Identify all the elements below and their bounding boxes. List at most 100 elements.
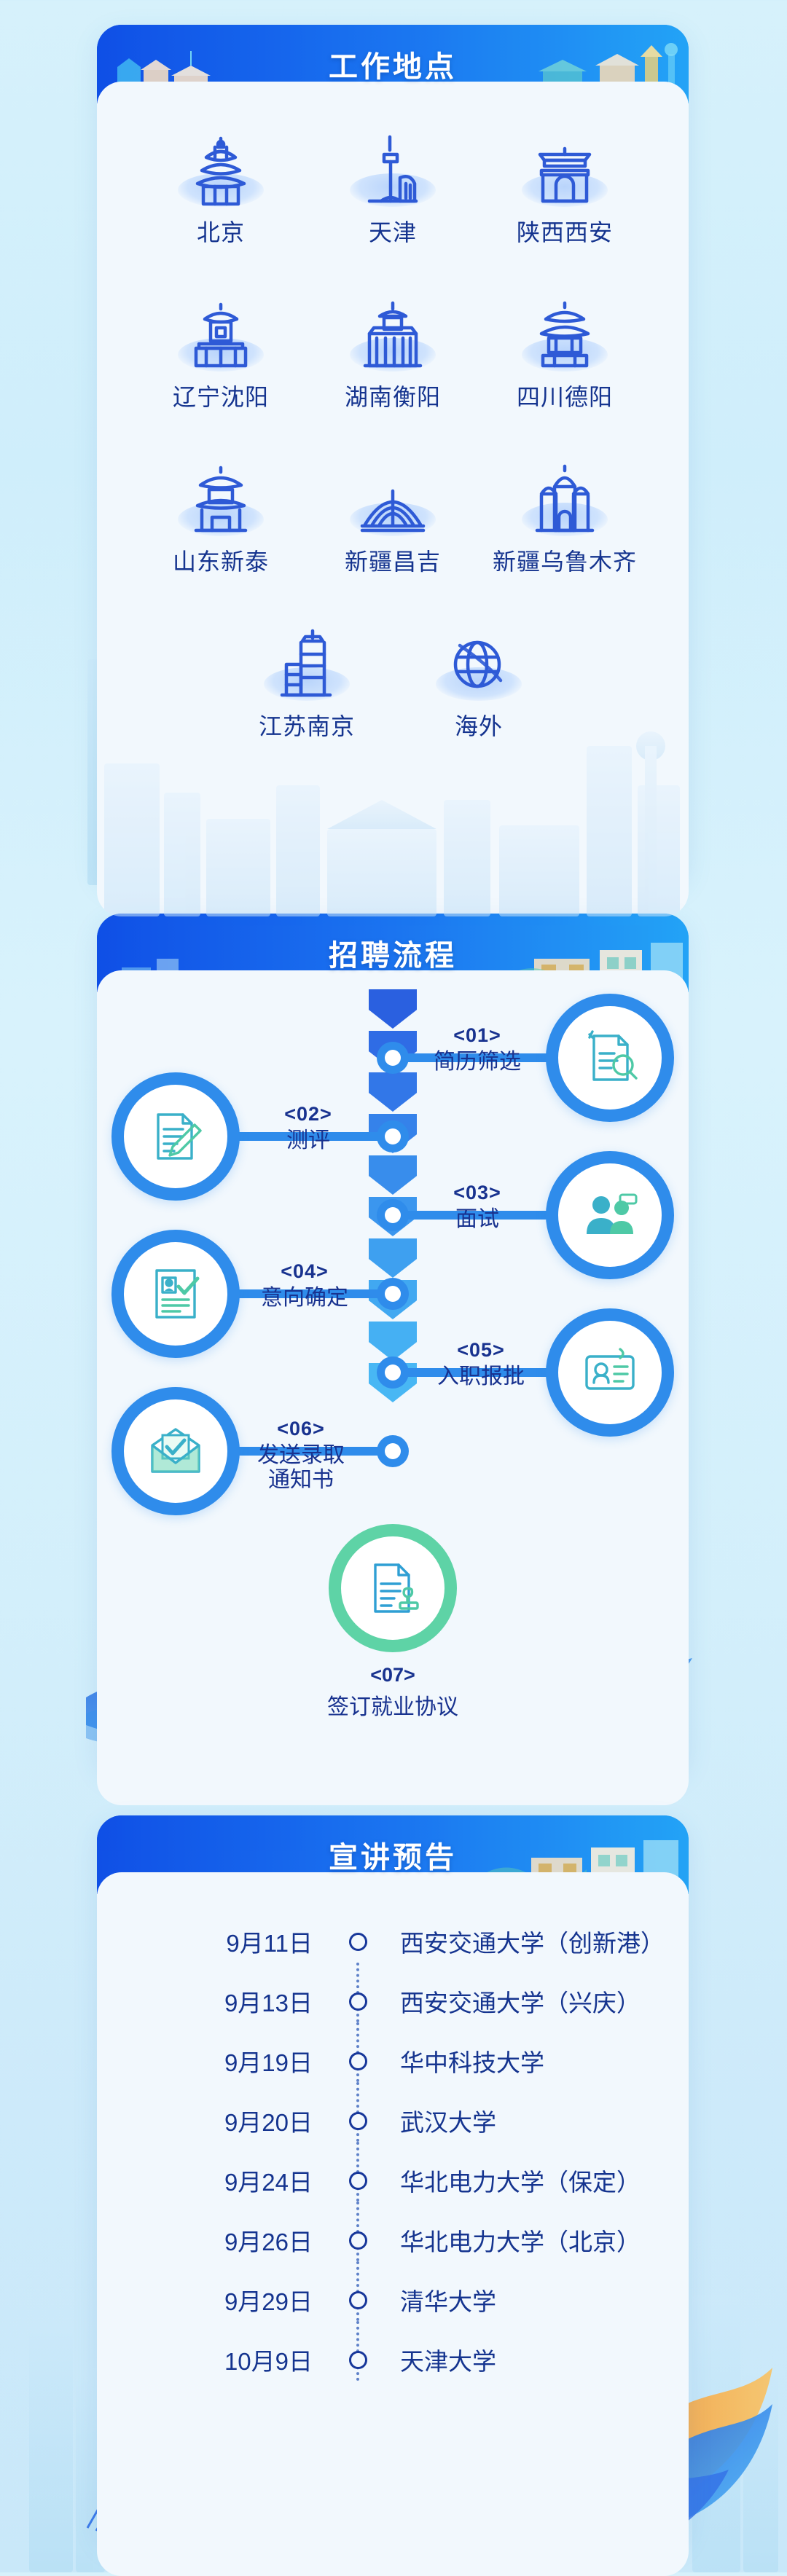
- schedule-timeline-dot: [348, 2231, 367, 2250]
- flow-connector-05: [393, 1368, 565, 1377]
- location-item-hengyang[interactable]: 湖南衡阳: [307, 281, 479, 412]
- location-item-beijing[interactable]: 北京: [135, 117, 307, 248]
- schedule-timeline-dot: [348, 1932, 367, 1951]
- schedule-school: 西安交通大学（创新港）: [400, 1930, 665, 1957]
- location-label: 四川德阳: [516, 384, 613, 410]
- schedule-row[interactable]: 9月24日华北电力大学（保定）: [97, 2151, 689, 2261]
- schedule-row[interactable]: 9月19日华中科技大学: [97, 2031, 689, 2142]
- flow-connector-06: [221, 1447, 393, 1456]
- schedule-row[interactable]: 9月29日清华大学: [97, 2270, 689, 2381]
- recruitment-process-banner: 招聘流程: [97, 914, 689, 992]
- location-item-xian[interactable]: 陕西西安: [479, 117, 651, 248]
- schedule-date: 9月11日: [226, 1930, 313, 1957]
- location-item-overseas[interactable]: 海外: [393, 610, 565, 742]
- interview-people-icon[interactable]: [546, 1151, 674, 1279]
- schedule-timeline-marker: [337, 1932, 378, 2022]
- schedule-school: 华北电力大学（保定）: [400, 2169, 641, 2196]
- schedule-row[interactable]: 9月20日 武汉大学: [97, 2091, 689, 2202]
- work-locations-grid: 北京 天津: [97, 82, 689, 742]
- intent-check-icon[interactable]: [111, 1230, 240, 1358]
- xian-city-wall-icon: [510, 117, 619, 208]
- location-item-urumqi[interactable]: 新疆乌鲁木齐: [479, 446, 651, 577]
- location-row: 山东新泰 新疆昌吉: [128, 446, 658, 577]
- location-label: 辽宁沈阳: [172, 384, 269, 410]
- schedule-timeline-dot: [348, 2051, 367, 2070]
- schedule-timeline-marker: [337, 1992, 378, 2082]
- location-label: 海外: [454, 713, 503, 739]
- location-item-nanjing[interactable]: 江苏南京: [221, 610, 393, 742]
- location-item-tianjin[interactable]: 天津: [307, 117, 479, 248]
- flow-node-02: [377, 1120, 409, 1152]
- signed-agreement-icon[interactable]: [329, 1524, 457, 1652]
- talk-schedule-banner: 宣讲预告: [97, 1815, 689, 1894]
- schedule-row[interactable]: 10月9日 天津大学: [97, 2330, 689, 2390]
- schedule-timeline-dot: [348, 2350, 367, 2369]
- schedule-school: 天津大学: [400, 2348, 496, 2375]
- location-row: 北京 天津: [128, 117, 658, 248]
- process-step-label-07: <07> 签订就业协议: [327, 1664, 458, 1719]
- process-step-label-03: <03> 面试: [453, 1182, 501, 1231]
- location-row: 江苏南京 海外: [128, 610, 658, 742]
- schedule-date: 10月9日: [224, 2348, 313, 2375]
- schedule-timeline-dot: [348, 1992, 367, 2011]
- changji-dome-icon: [338, 446, 447, 538]
- xintai-pavilion-icon: [166, 446, 275, 538]
- talk-schedule-body: 9月11日 西安交通大学（创新港） 9月13日西安交通大学（兴庆）9月19日华中科技…: [97, 1872, 689, 2576]
- schedule-timeline-dot: [348, 2290, 367, 2309]
- process-flow: <01> 简历筛选 <02> 测评: [97, 970, 689, 1772]
- hengyang-building-icon: [338, 281, 447, 373]
- location-item-shenyang[interactable]: 辽宁沈阳: [135, 281, 307, 412]
- location-item-deyang[interactable]: 四川德阳: [479, 281, 651, 412]
- recruitment-process-card: 招聘流程 <01> 简历筛选: [97, 914, 689, 1805]
- schedule-timeline-marker: [337, 2171, 378, 2261]
- flow-connector-04: [221, 1289, 393, 1298]
- schedule-school: 华中科技大学: [400, 2049, 544, 2076]
- schedule-school: 华北电力大学（北京）: [400, 2229, 641, 2255]
- resume-screening-icon[interactable]: [546, 994, 674, 1122]
- flow-node-03: [377, 1199, 409, 1231]
- shenyang-palace-icon: [166, 281, 275, 373]
- globe-icon: [424, 610, 533, 702]
- schedule-timeline-dot: [348, 2111, 367, 2130]
- process-step-label-05: <05> 入职报批: [437, 1339, 525, 1389]
- process-step-label-02: <02> 测评: [284, 1103, 332, 1152]
- recruitment-process-body: <01> 简历筛选 <02> 测评: [97, 970, 689, 1805]
- schedule-school: 清华大学: [400, 2288, 496, 2315]
- work-locations-banner: 工作地点: [97, 25, 689, 103]
- work-locations-title: 工作地点: [329, 51, 457, 83]
- recruitment-process-title: 招聘流程: [329, 940, 457, 972]
- schedule-row[interactable]: 9月11日 西安交通大学（创新港）: [97, 1912, 689, 2022]
- location-label: 新疆昌吉: [344, 549, 441, 575]
- schedule-school: 武汉大学: [400, 2109, 496, 2136]
- flow-node-04: [377, 1278, 409, 1310]
- location-label: 湖南衡阳: [344, 384, 441, 410]
- process-step-label-01: <01> 简历筛选: [434, 1024, 521, 1074]
- schedule-row[interactable]: 9月13日西安交通大学（兴庆）: [97, 1971, 689, 2082]
- schedule-timeline-dot: [348, 2171, 367, 2190]
- flow-node-05: [377, 1356, 409, 1389]
- nanjing-tower-icon: [252, 610, 361, 702]
- location-label: 江苏南京: [258, 713, 355, 739]
- location-label: 陕西西安: [516, 219, 613, 246]
- flow-connector-03: [393, 1211, 565, 1220]
- work-locations-body: 北京 天津: [97, 82, 689, 916]
- flow-node-06: [377, 1435, 409, 1467]
- talk-schedule-list: 9月11日 西安交通大学（创新港） 9月13日西安交通大学（兴庆）9月19日华中科技…: [97, 1872, 689, 2390]
- schedule-timeline-marker: [337, 2111, 378, 2202]
- location-label: 新疆乌鲁木齐: [492, 549, 637, 575]
- location-item-changji[interactable]: 新疆昌吉: [307, 446, 479, 577]
- schedule-date: 9月20日: [224, 2109, 313, 2136]
- process-step-label-06: <06> 发送录取 通知书: [257, 1418, 345, 1492]
- onboarding-approval-icon[interactable]: [546, 1308, 674, 1437]
- urumqi-mosque-icon: [510, 446, 619, 538]
- schedule-date: 9月13日: [224, 1990, 313, 2017]
- location-item-xintai[interactable]: 山东新泰: [135, 446, 307, 577]
- location-row: 辽宁沈阳 湖: [128, 281, 658, 412]
- assessment-pencil-icon[interactable]: [111, 1072, 240, 1201]
- schedule-timeline-marker: [337, 2051, 378, 2142]
- schedule-row[interactable]: 9月26日华北电力大学（北京）: [97, 2210, 689, 2321]
- schedule-timeline-marker: [337, 2290, 378, 2381]
- location-label: 天津: [368, 219, 417, 246]
- flow-connector-02: [221, 1132, 393, 1141]
- flow-connector-01: [393, 1053, 565, 1062]
